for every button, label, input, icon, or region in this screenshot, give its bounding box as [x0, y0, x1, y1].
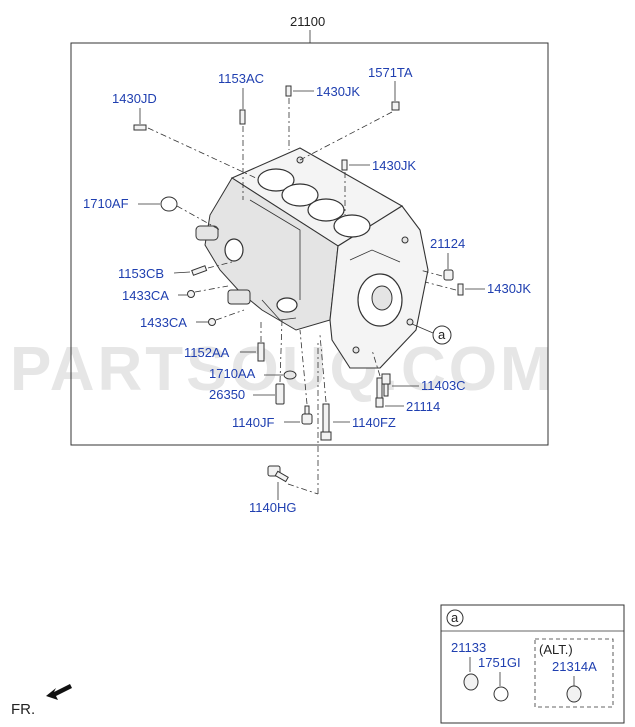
label-1140hg[interactable]: 1140HG: [249, 500, 296, 515]
plug-21133: [463, 673, 479, 691]
dowel-1430jk-top: [285, 85, 292, 97]
dowel-1430jk-right: [457, 283, 464, 296]
detail-ref-a-circle: [446, 609, 464, 627]
label-1153ac[interactable]: 1153AC: [218, 71, 264, 86]
alt-box: [534, 638, 614, 708]
o-ring-1710aa: [283, 370, 297, 380]
detail-ref-a-label: a: [451, 610, 459, 625]
bolt-shank-11403c: [383, 383, 389, 397]
bolt-shank-1140hg: [274, 470, 289, 483]
detail-box-a: a 21133 1751GI (ALT.) 21314A: [440, 604, 625, 724]
main-frame: [70, 42, 549, 446]
label-1430jd[interactable]: 1430JD: [112, 91, 157, 106]
label-1140jf[interactable]: 1140JF: [232, 415, 274, 430]
label-1430jk-top[interactable]: 1430JK: [316, 84, 360, 99]
label-1751gi[interactable]: 1751GI: [478, 655, 521, 670]
bolt-shank-1140fz: [322, 403, 330, 435]
pin-1152aa: [257, 342, 265, 362]
plug-21314a: [566, 685, 582, 703]
label-21124[interactable]: 21124: [430, 236, 465, 251]
bolt-head-1140fz: [320, 431, 332, 441]
label-21100[interactable]: 21100: [290, 14, 325, 29]
bolt-head-1140jf: [301, 413, 313, 425]
bolt-head-21114: [375, 397, 384, 408]
plug-1433ca-2: [208, 318, 216, 326]
label-1571ta[interactable]: 1571TA: [368, 65, 413, 80]
label-1153cb[interactable]: 1153CB: [118, 266, 164, 281]
bolt-head-11403c: [381, 373, 391, 385]
label-1433ca-2[interactable]: 1433CA: [140, 315, 187, 330]
ref-a-circle[interactable]: [432, 325, 452, 345]
dowel-1430jk-mid: [341, 159, 348, 171]
label-1140fz[interactable]: 1140FZ: [352, 415, 396, 430]
label-21314a[interactable]: 21314A: [552, 659, 597, 674]
bolt-shank-1140jf: [304, 405, 310, 415]
plug-1571ta: [391, 101, 400, 111]
front-label: FR.: [11, 701, 35, 718]
label-1430jk-right[interactable]: 1430JK: [487, 281, 531, 296]
plug-1153ac: [239, 109, 246, 125]
label-1152aa[interactable]: 1152AA: [184, 345, 230, 360]
plug-1153cb: [191, 265, 208, 276]
oil-jet-26350: [275, 383, 285, 405]
label-26350[interactable]: 26350: [209, 387, 245, 402]
label-21114[interactable]: 21114: [406, 399, 440, 414]
label-1710aa[interactable]: 1710AA: [209, 366, 256, 381]
o-ring-1710af: [160, 196, 178, 212]
gasket-1751gi: [493, 686, 509, 702]
label-1433ca-1[interactable]: 1433CA: [122, 288, 169, 303]
cylinder-block: [195, 147, 429, 369]
label-1430jk-mid[interactable]: 1430JK: [372, 158, 416, 173]
alt-label: (ALT.): [539, 642, 573, 657]
bolt-shank-21114: [376, 377, 383, 399]
front-arrow-icon: [46, 684, 72, 700]
label-11403c[interactable]: 11403C: [421, 378, 466, 393]
plug-1433ca-1: [187, 290, 195, 298]
label-21133[interactable]: 21133: [451, 640, 486, 655]
plug-21124: [443, 269, 454, 281]
ref-a-label: a: [438, 327, 446, 342]
label-1710af[interactable]: 1710AF: [83, 196, 129, 211]
dowel-pin-1430jd: [133, 124, 147, 131]
